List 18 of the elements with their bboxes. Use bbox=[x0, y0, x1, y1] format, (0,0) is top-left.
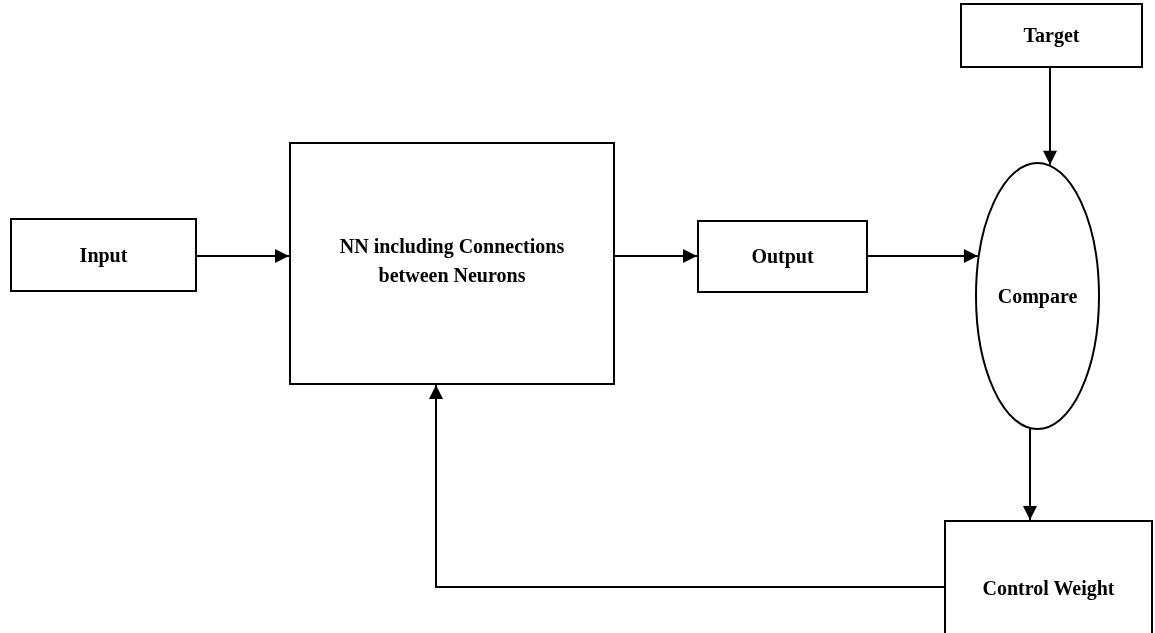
node-label: Output bbox=[751, 244, 814, 270]
process-box bbox=[10, 218, 197, 292]
node-label: Control Weight bbox=[982, 576, 1115, 602]
arrow bbox=[1023, 428, 1037, 521]
node-label: Target bbox=[1023, 23, 1080, 49]
process-box bbox=[697, 220, 868, 293]
arrow bbox=[196, 249, 290, 263]
process-box bbox=[289, 142, 615, 385]
process-box bbox=[960, 3, 1143, 68]
arrow bbox=[1043, 67, 1057, 166]
node-label: Input bbox=[79, 242, 128, 269]
arrow bbox=[429, 384, 945, 588]
process-box bbox=[944, 520, 1153, 633]
arrow bbox=[867, 249, 979, 263]
compare-ellipse bbox=[975, 162, 1100, 430]
arrow bbox=[614, 249, 698, 263]
node-label: Compare bbox=[997, 283, 1078, 310]
node-label: NN including Connections between Neurons bbox=[338, 234, 566, 288]
